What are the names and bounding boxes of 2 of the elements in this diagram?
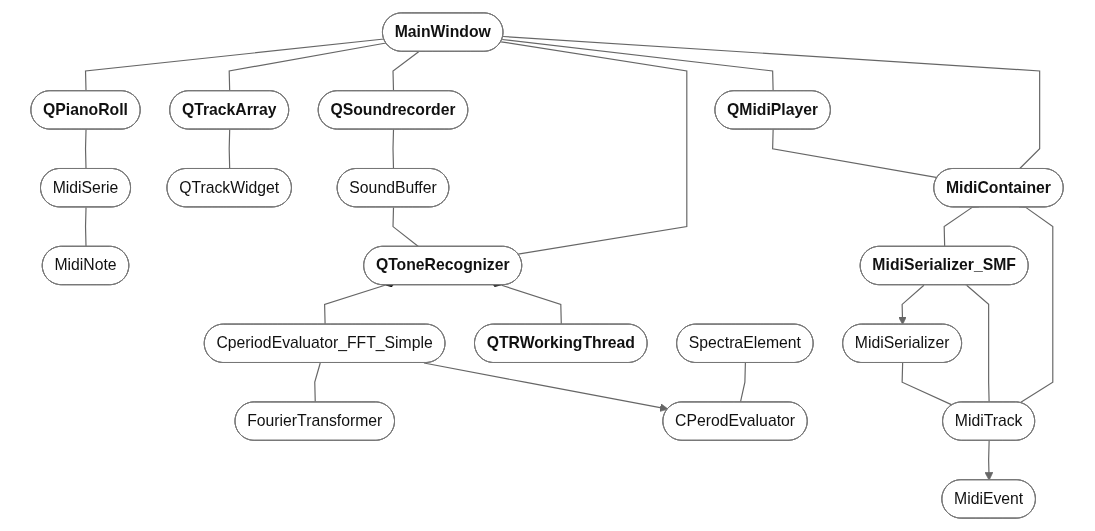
arrow xyxy=(898,284,925,325)
arrow xyxy=(985,440,994,481)
